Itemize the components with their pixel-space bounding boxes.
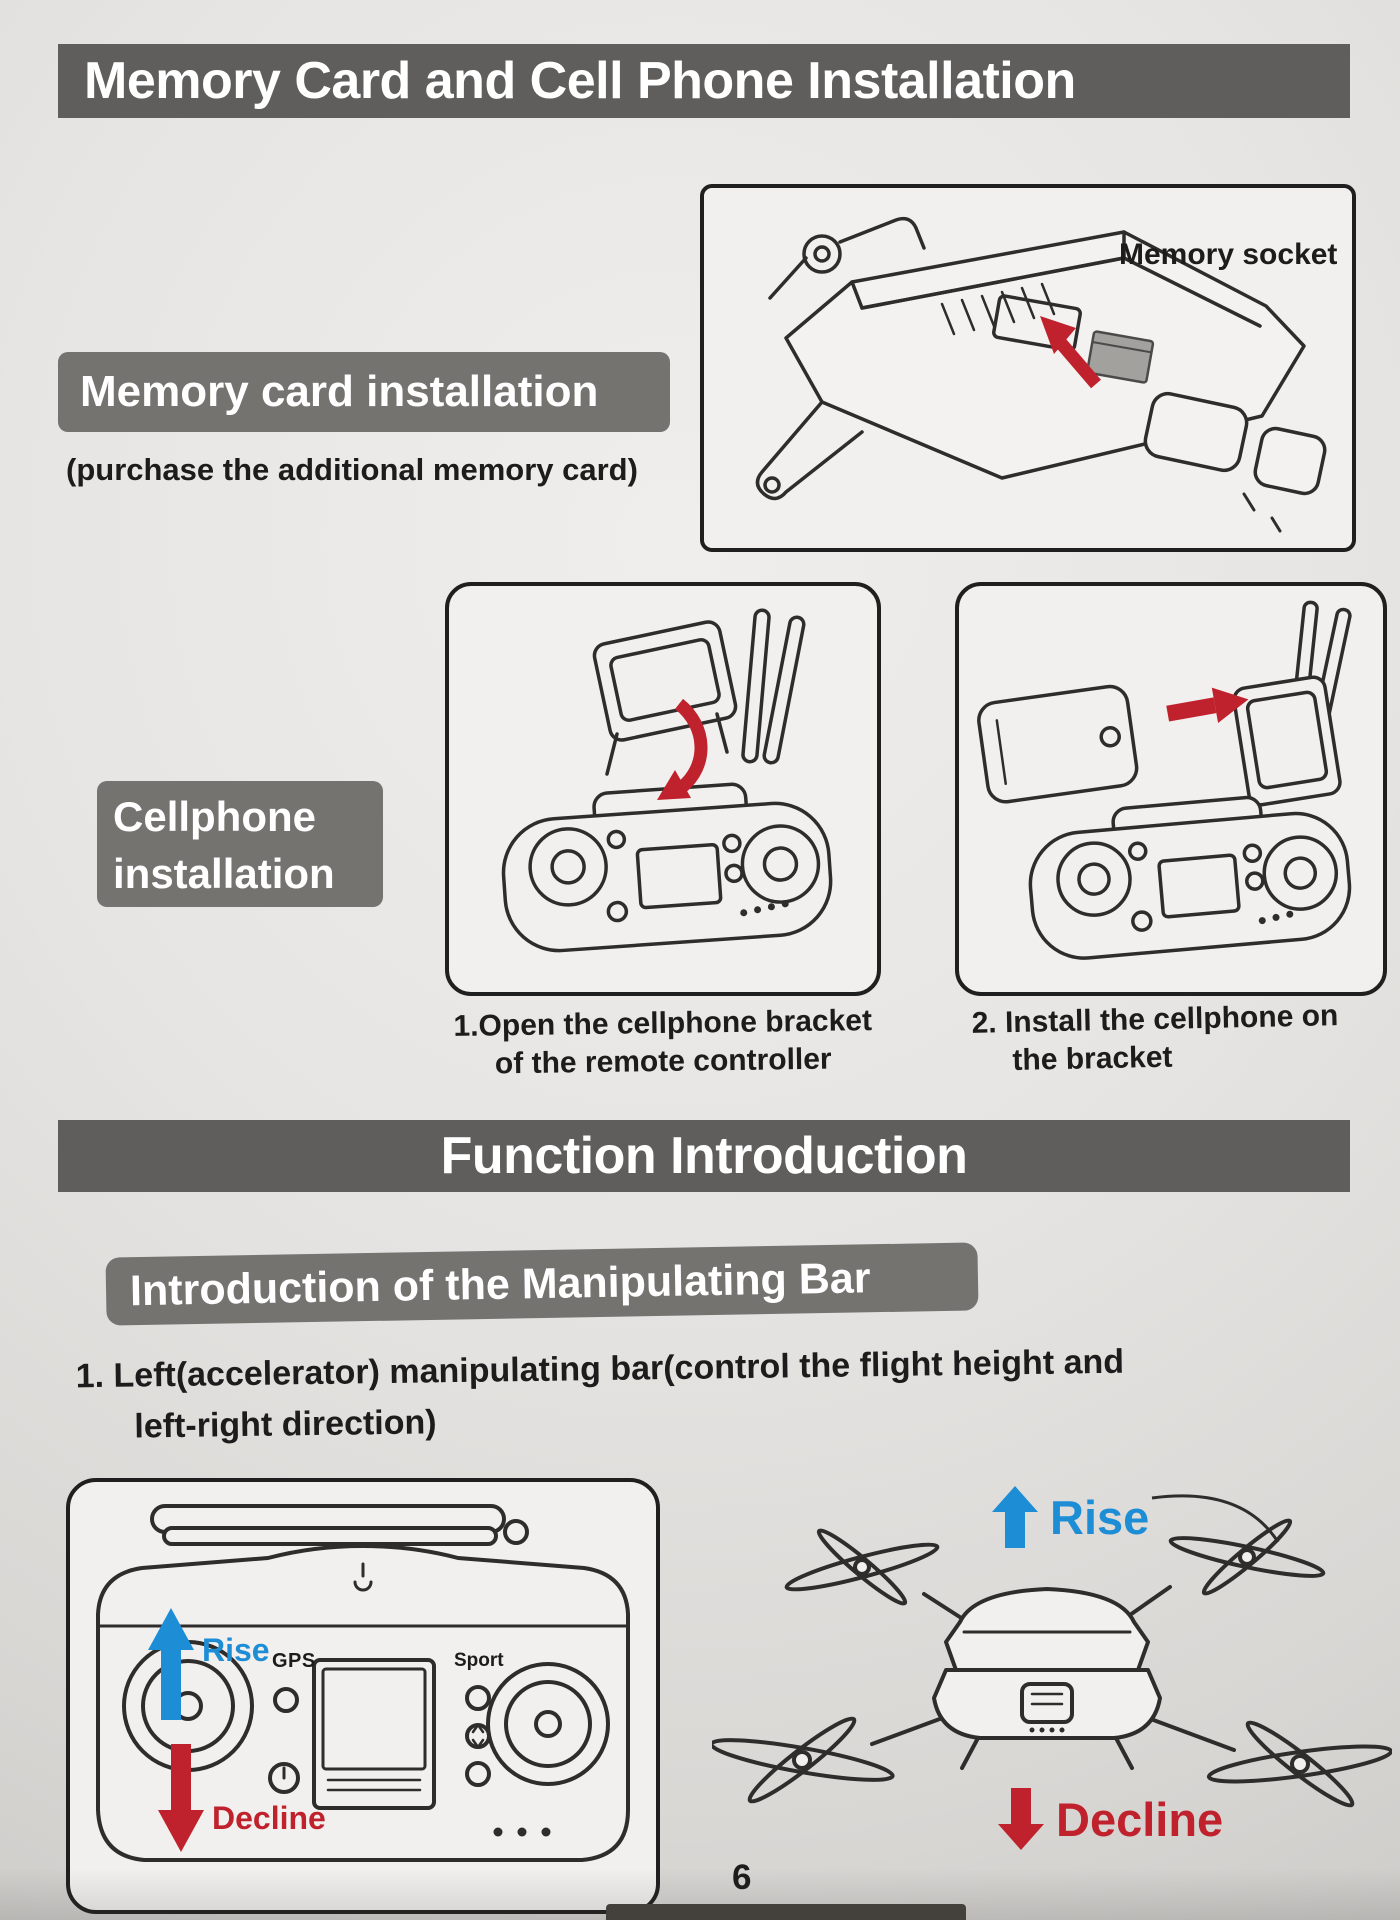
drone-rise-label-group: Rise: [992, 1486, 1149, 1548]
step1-caption: 1.Open the cellphone bracket of the remo…: [452, 1002, 873, 1083]
controller-sport-label: Sport: [454, 1650, 504, 1671]
step2-caption-line1: 2. Install the cellphone on: [971, 999, 1339, 1040]
memory-socket-figure: Memory socket: [700, 184, 1356, 552]
drone-memory-socket-illustration: [755, 216, 1327, 533]
manipulating-bar-heading-text: Introduction of the Manipulating Bar: [129, 1253, 871, 1315]
page-number: 6: [732, 1858, 751, 1898]
step1-caption-line2: of the remote controller: [494, 1042, 832, 1080]
memory-card-heading: Memory card installation: [58, 352, 670, 432]
section-title-banner: Memory Card and Cell Phone Installation: [58, 44, 1350, 118]
step1-caption-line1: 1.Open the cellphone bracket: [453, 1004, 873, 1043]
photo-background-edge: [606, 1904, 966, 1920]
memory-card-note: (purchase the additional memory card): [66, 452, 638, 487]
decline-arrow-icon: [998, 1788, 1044, 1850]
slide-arrow-icon: [1166, 687, 1249, 724]
sd-card-icon: [1086, 330, 1155, 384]
controller-gps-label: GPS: [272, 1650, 316, 1672]
drone-decline-label: Decline: [1056, 1792, 1224, 1846]
drone-front-illustration: [709, 1494, 1394, 1808]
open-bracket-figure: [445, 582, 881, 996]
step2-caption-line2: the bracket: [1012, 1040, 1173, 1077]
controller-decline-label: Decline: [212, 1800, 326, 1836]
cellphone-heading-line2: installation: [113, 849, 335, 897]
page-title: Memory Card and Cell Phone Installation: [84, 52, 1076, 110]
memory-socket-label: Memory socket: [1119, 238, 1338, 271]
cellphone-heading: Cellphone installation: [97, 781, 383, 907]
cellphone-heading-line1: Cellphone: [113, 793, 317, 840]
insert-arrow-icon: [1040, 316, 1101, 389]
rise-arrow-icon: [992, 1486, 1038, 1548]
memory-card-heading-text: Memory card installation: [80, 367, 599, 416]
controller-open-bracket-illustration: [501, 608, 833, 953]
controller-rise-label: Rise: [202, 1632, 270, 1668]
install-phone-figure: [955, 582, 1387, 996]
cellphone-icon: [977, 684, 1139, 804]
decline-arrow-icon: [158, 1744, 204, 1852]
manipulating-bar-heading: Introduction of the Manipulating Bar: [105, 1242, 979, 1326]
instruction-text: 1. Left(accelerator) manipulating bar(co…: [75, 1337, 1125, 1454]
rise-swoosh-line: [1151, 1494, 1280, 1543]
drone-rise-label: Rise: [1050, 1490, 1150, 1544]
controller-phone-installed-illustration: [977, 600, 1352, 960]
drone-decline-label-group: Decline: [998, 1788, 1223, 1850]
controller-front-illustration: [96, 1504, 630, 1862]
step2-caption: 2. Install the cellphone on the bracket: [971, 997, 1339, 1080]
rise-arrow-icon: [148, 1608, 194, 1720]
function-title-banner: Function Introduction: [58, 1120, 1350, 1192]
controller-figure: Rise GPS Decline Sport: [66, 1478, 660, 1914]
rotate-arrow-icon: [657, 698, 708, 800]
drone-figure: [709, 1472, 1394, 1892]
function-title: Function Introduction: [440, 1127, 968, 1185]
